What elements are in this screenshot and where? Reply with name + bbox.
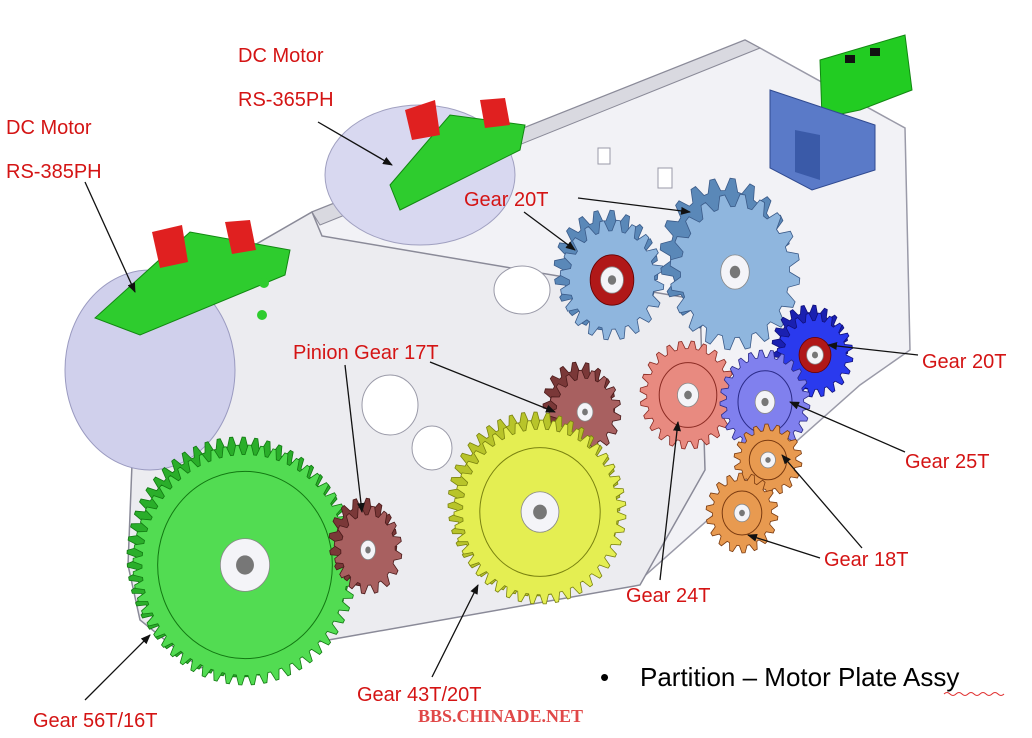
leader-arrows (84, 121, 919, 701)
label-motor-385-model: RS-385PH (6, 161, 102, 183)
plate-hole (493, 265, 551, 315)
arrow-pinion-a (429, 361, 556, 413)
label-motor-385-title: DC Motor (6, 117, 92, 139)
label-gear-20t-right: Gear 20T (922, 351, 1007, 373)
gear-icon (328, 497, 403, 595)
gear-icon (719, 349, 811, 455)
pcb-icon (819, 34, 913, 119)
plate-hole (361, 374, 419, 436)
plate-hole (411, 425, 453, 471)
gear-icon (705, 472, 779, 554)
spell-underline (943, 692, 1005, 696)
label-gear-43t-20t: Gear 43T/20T (357, 684, 482, 706)
arrow-motor-365 (317, 121, 393, 166)
arrow-gear-25t (789, 401, 906, 453)
label-pinion-gear-17t: Pinion Gear 17T (293, 342, 439, 364)
motor-icon (64, 220, 291, 471)
arrow-motor-385 (84, 181, 136, 293)
caption-text: Partition – Motor Plate Assy (640, 662, 960, 692)
caption: • Partition – Motor Plate Assy (600, 662, 959, 693)
gear-icon (553, 209, 665, 341)
label-gear-20t-top: Gear 20T (464, 189, 549, 211)
caption-bullet: • (600, 662, 610, 692)
label-gear-24t: Gear 24T (626, 585, 711, 607)
label-motor-365-model: RS-365PH (238, 89, 334, 111)
arrow-gear-20t-right (827, 342, 919, 356)
arrow-gear-20t-b (577, 197, 691, 215)
label-gear-25t: Gear 25T (905, 451, 990, 473)
label-gear-18t: Gear 18T (824, 549, 909, 571)
watermark: BBS.CHINADE.NET (418, 706, 584, 726)
arrow-gear-56t (84, 634, 151, 701)
gear-icon (659, 177, 801, 351)
plate-slot (597, 147, 611, 165)
arrow-gear-43t (431, 584, 479, 678)
gear-icon (126, 436, 358, 686)
plate-slot (657, 167, 673, 189)
arrow-gear-20t-a (523, 211, 576, 251)
arrow-pinion-b (344, 364, 365, 513)
motor-icon (324, 98, 526, 246)
arrow-gear-24t (659, 421, 681, 581)
label-gear-56t-16t: Gear 56T/16T (33, 710, 158, 732)
arrow-gear-18t-a (781, 454, 863, 549)
gear-icon (639, 340, 737, 450)
label-motor-365-title: DC Motor (238, 45, 324, 67)
gear-icon (447, 411, 627, 605)
arrow-gear-18t-b (747, 533, 821, 559)
